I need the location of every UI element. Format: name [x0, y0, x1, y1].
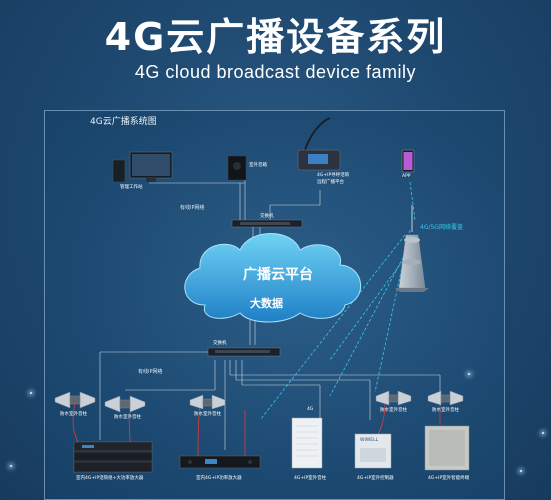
microphone-label: 4G+IP寻呼话筒 — [317, 173, 350, 178]
sparkle-decoration — [30, 392, 32, 394]
power-amplifier — [179, 455, 261, 469]
wired-network-top-label: 有线IP网络 — [180, 205, 205, 211]
audio-cables — [72, 401, 441, 457]
workstation-label: 管理工作站 — [120, 185, 143, 190]
network-switch-bottom — [207, 347, 281, 357]
indoor-speaker — [227, 155, 247, 181]
diagram-title: 4G云广播系统图 — [90, 117, 157, 127]
network-switch-top — [231, 219, 303, 228]
horn-label: 防水室外音柱 — [380, 408, 407, 413]
top-wiring — [149, 180, 321, 245]
sparkle-decoration — [468, 373, 470, 375]
paging-microphone — [297, 117, 341, 171]
cloud-platform — [184, 233, 361, 323]
network-coverage-label: 4G/5G网络覆盖 — [420, 224, 463, 231]
switch-bottom-label: 交换机 — [213, 341, 227, 346]
outdoor-controller — [354, 433, 392, 469]
sparkle-decoration — [10, 465, 12, 467]
wired-network-bottom-label: 有线IP网络 — [138, 369, 163, 375]
horn-label: 防水室外音柱 — [60, 412, 87, 417]
horn-label: 防水室外音柱 — [114, 415, 141, 420]
sparkle-decoration — [542, 432, 544, 434]
page-subtitle: 4G cloud broadcast device family — [134, 62, 417, 82]
column-speaker — [291, 417, 323, 469]
workstation-pc — [112, 151, 173, 183]
controller-label: 4G+IP室外控制器 — [357, 476, 394, 481]
mobile-phone — [401, 149, 415, 173]
device-brand-label: WIWELL — [360, 438, 379, 443]
horn-label: 防水室外音柱 — [194, 412, 221, 417]
app-label: APP — [402, 174, 411, 179]
rack-label: 室内4G+IP话筒组+大功率放大器 — [76, 476, 144, 481]
indoor-speaker-label: 室外音箱 — [249, 163, 267, 168]
terminal-label: 4G+IP室外智能终端 — [428, 476, 470, 481]
sparkle-decoration — [520, 470, 522, 472]
platform-label: 远程广播平台 — [317, 180, 344, 185]
column-speaker-label: 4G+IP室外音柱 — [294, 476, 327, 481]
cloud-platform-label: 广播云平台 — [243, 267, 313, 283]
bottom-wiring — [99, 320, 441, 450]
amplifier-label: 室内4G+IP功率放大器 — [196, 476, 242, 481]
horn-label: 防水室外音柱 — [432, 408, 459, 413]
horn-speakers — [54, 390, 464, 413]
big-data-label: 大数据 — [250, 297, 283, 310]
switch-top-label: 交换机 — [260, 214, 274, 219]
amplifier-rack — [73, 441, 153, 473]
antenna-label: 4G — [307, 407, 314, 412]
page-title: 4G云广播设备系列 — [104, 15, 447, 59]
cell-tower — [395, 205, 429, 292]
outdoor-terminal — [424, 425, 470, 471]
